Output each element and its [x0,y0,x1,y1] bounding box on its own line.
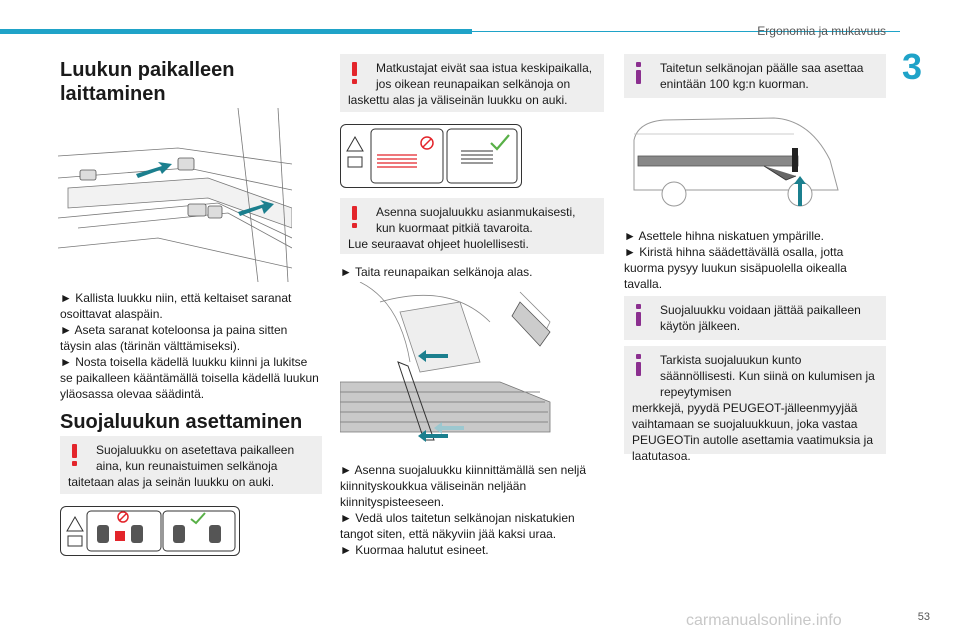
warning-note: Asenna suojaluukku asianmukaisesti, kun … [340,198,604,254]
warning-note: Matkustajat eivät saa istua keskipaikall… [340,54,604,112]
info-note: Suojaluukku voidaan jättää paikalleen kä… [624,296,886,340]
illustration-hatch-hinges [58,108,292,282]
step: ► Vedä ulos taitetun selkänojan niskatuk… [340,511,575,541]
step: ► Taita reunapaikan selkänoja alas. [340,265,533,279]
check-icon [190,512,206,525]
illustration-hatch-mounting [340,282,562,454]
heading-protective-hatch: Suojaluukun asettaminen [60,411,303,433]
prohibited-icon [117,511,129,523]
step: ► Asettele hihna niskatuen ympärille. [624,229,824,243]
warning-icon [352,206,358,228]
pictogram-seat-usage [60,506,240,556]
step: ► Aseta saranat koteloonsa ja paina sitt… [60,323,288,353]
pictogram-long-load [340,124,522,188]
arrow-icon [136,162,172,178]
info-icon [636,354,642,376]
check-icon [490,134,510,151]
warning-icon [72,444,78,466]
section-title: Ergonomia ja mukavuus [757,24,886,38]
heading-hatch-install: Luukun paikalleen laittaminen [60,59,235,105]
header-accent-bar [0,29,472,34]
watermark: carmanualsonline.info [686,612,842,629]
arrow-icon [418,430,448,442]
page-number: 53 [917,611,930,623]
step: ► Nosta toisella kädellä luukku kiinni j… [60,355,319,401]
arrow-icon [238,200,274,216]
step: ► Kiristä hihna säädettävällä osalla, jo… [624,245,847,291]
arrow-icon [418,350,448,362]
step: ► Asenna suojaluukku kiinnittämällä sen … [340,463,587,509]
arrow-icon [434,422,464,434]
info-note: Taitetun selkänojan päälle saa asettaa e… [624,54,886,98]
manual-icon [67,535,83,547]
info-icon [636,304,642,326]
prohibited-icon [420,136,434,150]
warning-triangle-icon [66,515,84,532]
arrow-up-icon [794,176,806,206]
chapter-number: 3 [902,46,923,87]
step: ► Kallista luukku niin, että keltaiset s… [60,291,292,321]
info-note: Tarkista suojaluukun kunto säännöllisest… [624,346,886,463]
manual-icon [347,156,363,168]
warning-triangle-icon [346,135,364,152]
warning-note: Suojaluukku on asetettava paikalleen ain… [60,436,322,494]
info-icon [636,62,642,84]
illustration-van-load [624,110,846,218]
warning-icon [352,62,358,84]
step: ► Kuormaa halutut esineet. [340,543,489,557]
header-rule [472,31,900,32]
